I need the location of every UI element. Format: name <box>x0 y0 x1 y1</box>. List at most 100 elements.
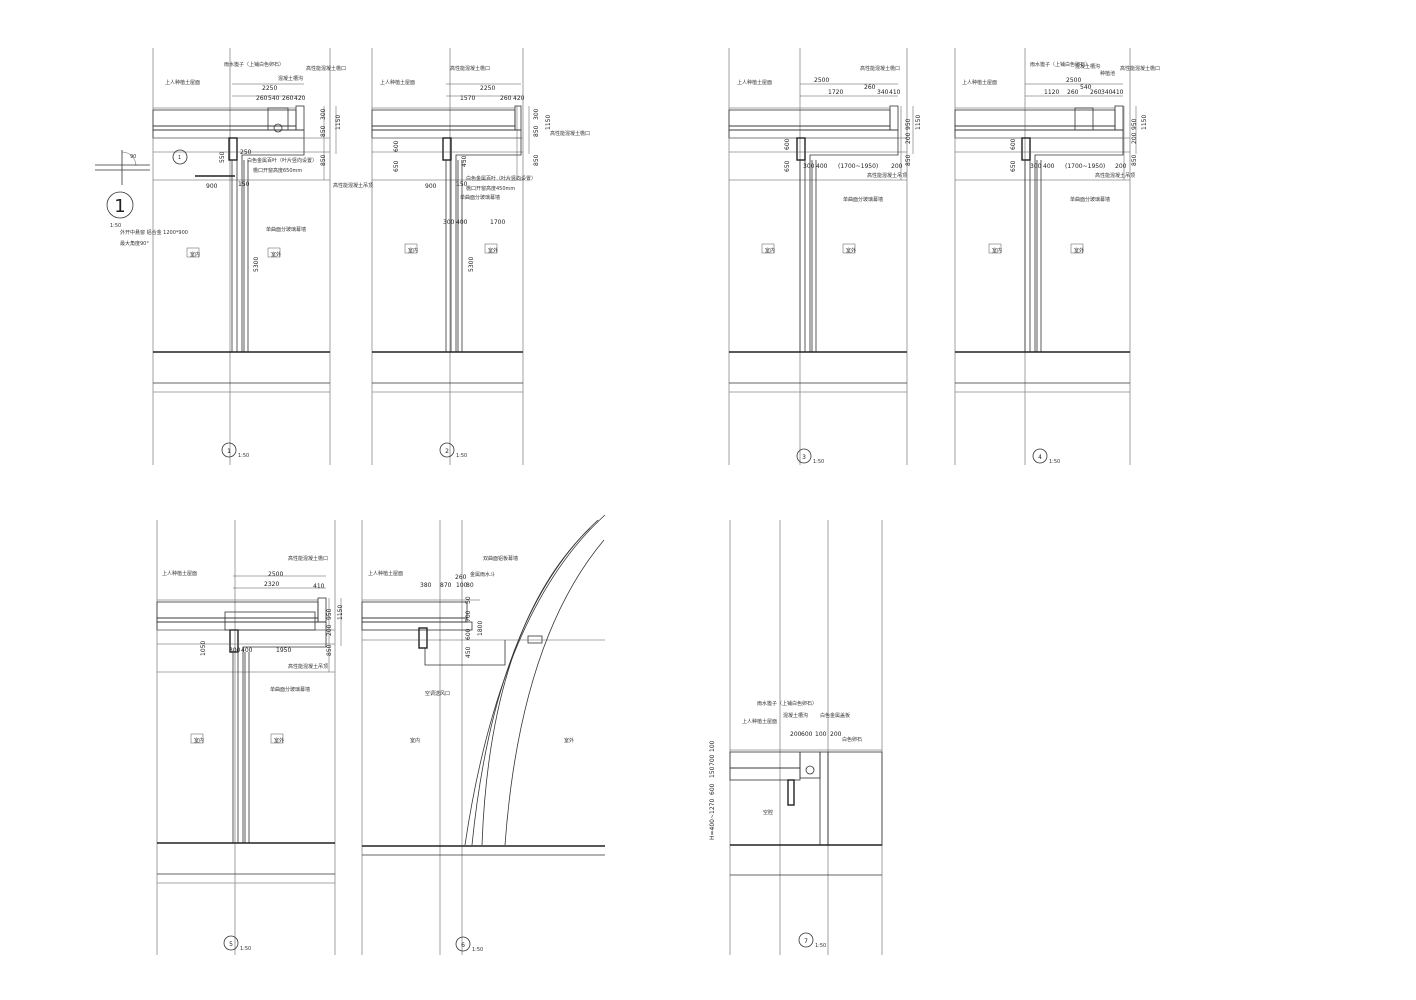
dimension-label: H=400~1270 <box>709 799 716 840</box>
annotation-window-height: 檐口开窗高度650mm <box>253 167 302 174</box>
room-label-box <box>988 243 1002 254</box>
column <box>787 779 795 806</box>
dimension-label: 400 <box>241 647 253 654</box>
dimension-label: 850 <box>1131 154 1138 166</box>
dimension-label: 1120 <box>1044 89 1059 96</box>
dimension-label: 600 <box>393 140 400 152</box>
dimension-label: 700 <box>709 754 716 766</box>
column <box>796 137 806 161</box>
annotation-indoor: 室内 <box>410 737 420 744</box>
planting-soil-layer <box>156 601 319 619</box>
dimension-label: 1950 <box>276 647 291 654</box>
dimension-label: 850 <box>326 644 333 656</box>
view-scale: 1:50 <box>238 453 249 459</box>
detail-circle <box>106 191 134 219</box>
eave-upstand <box>295 105 305 131</box>
view-scale: 1:50 <box>240 946 251 952</box>
dimension-label: 2250 <box>262 85 277 92</box>
drawing-geometry <box>95 48 1137 955</box>
annotation-planter: 种植池 <box>1100 70 1115 77</box>
dimension-label: 50 <box>465 596 472 604</box>
dimension-label: 260 <box>864 84 876 91</box>
annotation-roof: 上人种植土屋面 <box>742 718 777 725</box>
dimension-label: 200 <box>790 731 802 738</box>
annotation-max-angle: 最大角度90° <box>120 240 149 247</box>
dimension-label: 410 <box>889 89 901 96</box>
annotation-curtain-wall: 单曲面分玻璃幕墙 <box>460 194 500 201</box>
column <box>442 137 452 161</box>
concrete-slab <box>954 129 1124 139</box>
dimension-label: 950 <box>326 608 333 620</box>
dimension-label: 260 <box>1090 89 1102 96</box>
dimension-label: (1700~1950) <box>1065 163 1105 170</box>
annotation-indoor: 室内 <box>765 247 775 254</box>
room-label-box <box>190 733 204 744</box>
annotation-window: 外开中悬窗 铝合金 1200*900 <box>120 229 188 236</box>
drainage-layer <box>371 125 516 131</box>
dimension-label: 300 <box>229 647 241 654</box>
dimension-label: 300 <box>443 219 455 226</box>
gutter-box <box>1074 107 1094 131</box>
dimension-label: 400 <box>1043 163 1055 170</box>
dimension-label: 250 <box>240 149 252 156</box>
annotation-ac-vent: 空调送风口 <box>425 690 450 697</box>
view-scale: 1:50 <box>815 943 826 949</box>
dimension-label: 900 <box>425 183 437 190</box>
room-label-box <box>186 247 200 258</box>
annotation-eave: 高性能混凝土檐口 <box>860 65 900 72</box>
room-label-box <box>761 243 775 254</box>
dimension-label: 300 <box>320 108 327 120</box>
dimension-label: 80 <box>466 582 474 589</box>
dimension-label: 200 <box>1131 132 1138 144</box>
view-scale: 1:50 <box>813 459 824 465</box>
curved-metal-wall <box>464 514 606 846</box>
dimension-label: 260 <box>282 95 294 102</box>
drain-pipe <box>273 123 283 133</box>
annotation-eave-right: 高性能混凝土檐口 <box>550 130 590 137</box>
dimension-label: 850 <box>320 154 327 166</box>
annotation-gutter: 混凝土槽沟 <box>783 712 808 719</box>
planting-soil-layer <box>371 109 516 127</box>
annotation-ceiling: 高性能混凝土吊顶 <box>288 663 328 670</box>
annotation-ceiling: 高性能混凝土吊顶 <box>333 182 373 189</box>
dimension-label: 850 <box>905 154 912 166</box>
view-number: 7 <box>804 938 808 945</box>
annotation-louver: 白色金属百叶（叶片竖向设置） <box>466 175 536 182</box>
eave-upstand <box>514 105 522 131</box>
dimension-label: 1720 <box>828 89 843 96</box>
dimension-label: 260 <box>500 95 512 102</box>
dimension-label: 650 <box>784 160 791 172</box>
dimension-label: 100 <box>456 582 468 589</box>
dimension-label: 2320 <box>264 581 279 588</box>
annotation-roof: 上人种植土屋面 <box>380 79 415 86</box>
dimension-label: 550 <box>219 151 226 163</box>
concrete-slab <box>371 129 522 139</box>
annotation-eave: 高性能混凝土檐口 <box>288 555 328 562</box>
annotation-roof: 上人种植土屋面 <box>368 570 403 577</box>
view-number-circle <box>798 932 814 948</box>
annotation-roof: 上人种植土屋面 <box>737 79 772 86</box>
dimension-label: (1700~1950) <box>838 163 878 170</box>
dimension-label: 850 <box>533 154 540 166</box>
concrete-slab <box>728 129 899 139</box>
drainage-layer <box>156 617 319 623</box>
annotation-gutter: 混凝土槽沟 <box>278 75 303 82</box>
planting-soil-layer <box>152 109 297 127</box>
annotation-outdoor: 室外 <box>271 251 281 258</box>
dimension-label: 1050 <box>200 641 207 656</box>
annotation-ceiling: 高性能混凝土吊顶 <box>867 172 907 179</box>
ac-duct <box>424 640 506 666</box>
annotation-outdoor: 室外 <box>846 247 856 254</box>
annotation-outdoor: 室外 <box>564 737 574 744</box>
concrete-slab <box>156 621 327 631</box>
concrete-slab <box>361 621 473 631</box>
planting-soil-layer <box>954 109 1116 127</box>
view-number-circle <box>221 442 237 458</box>
eave-soffit <box>809 138 899 352</box>
drainage-layer <box>361 617 468 623</box>
dimension-label: 2500 <box>268 571 283 578</box>
annotation-metal-wall: 双曲面铝板幕墙 <box>483 555 518 562</box>
dimension-label: 2500 <box>814 77 829 84</box>
dimension-label: 1150 <box>335 115 342 130</box>
